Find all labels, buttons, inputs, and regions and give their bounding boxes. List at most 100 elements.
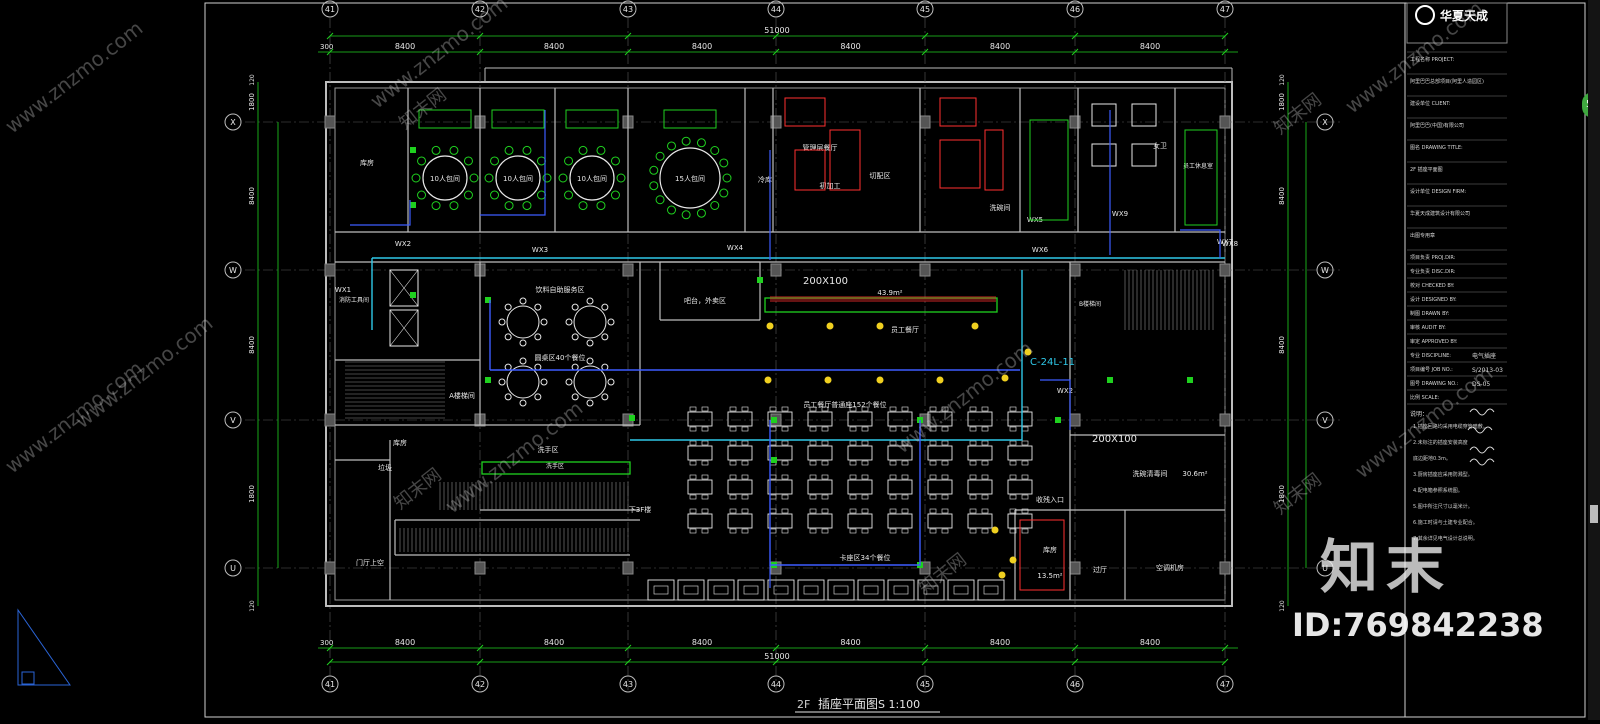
chair	[889, 474, 897, 480]
structural-column	[622, 561, 634, 575]
outlet-marker	[485, 297, 491, 303]
chair	[534, 333, 542, 341]
outlet-marker	[410, 147, 416, 153]
chair	[901, 474, 909, 480]
chair	[411, 173, 421, 183]
grid-col-label: 42	[475, 680, 485, 689]
chair	[889, 494, 897, 500]
booth-seat	[857, 579, 885, 601]
dim-tick	[772, 658, 780, 666]
scrollbar-thumb[interactable]	[1590, 505, 1598, 523]
chair	[490, 156, 500, 166]
structural-column	[1069, 413, 1081, 427]
grid-bubble	[916, 675, 934, 693]
chair	[941, 440, 949, 446]
chair	[729, 494, 737, 500]
chair	[571, 303, 579, 311]
chair	[667, 141, 676, 151]
chair	[655, 151, 665, 161]
chair	[1021, 426, 1029, 432]
sideboard	[565, 109, 619, 129]
grid-col-label: 46	[1070, 680, 1080, 689]
dim-tick	[1221, 658, 1229, 666]
tb-note: 4.配电箱参照系统图。	[1413, 487, 1463, 494]
socket-icon	[1024, 348, 1032, 356]
dining-table	[767, 513, 793, 529]
room-label: 门厅上空	[356, 558, 384, 567]
signature	[1467, 426, 1493, 434]
round-table	[495, 155, 541, 201]
tb-row-label: 华夏天成建筑设计有限公司	[1410, 210, 1470, 217]
chair	[696, 208, 706, 218]
chair	[821, 508, 829, 514]
chair	[578, 201, 588, 211]
chair	[929, 528, 937, 534]
chair	[1021, 494, 1029, 500]
chair	[490, 190, 500, 200]
booth-table	[983, 585, 999, 595]
chair	[701, 508, 709, 514]
dim-tick	[772, 644, 780, 652]
chair	[781, 528, 789, 534]
wiring	[350, 110, 1225, 588]
watermark-big-logo: 知末	[1320, 533, 1453, 601]
chair	[578, 145, 588, 155]
wire-run	[350, 200, 411, 226]
round-table	[573, 365, 607, 399]
room-label: 管理层餐厅	[803, 143, 838, 152]
chair	[941, 494, 949, 500]
room-label: 15人包间	[675, 174, 705, 183]
kitchen-equipment-red	[939, 97, 977, 127]
scrollbar-track[interactable]	[1588, 0, 1600, 720]
chair	[564, 156, 574, 166]
grid-col-label: 41	[325, 680, 335, 689]
drawing-title: 插座平面图	[818, 696, 878, 711]
outlet-marker	[771, 417, 777, 423]
chair	[741, 406, 749, 412]
dining-table	[687, 445, 713, 461]
tb-note: 7.其余详见电气设计总说明。	[1413, 535, 1478, 542]
chair	[809, 440, 817, 446]
round-table	[506, 305, 540, 339]
dining-table	[727, 479, 753, 495]
chair	[741, 440, 749, 446]
dining-table	[887, 479, 913, 495]
chair	[769, 406, 777, 412]
chair	[889, 426, 897, 432]
chair	[484, 173, 494, 183]
booth-table	[743, 585, 759, 595]
grid-col-label: 45	[920, 5, 930, 14]
chair	[586, 357, 594, 365]
structural-column	[324, 413, 336, 427]
outlet-marker	[1187, 377, 1193, 383]
chair	[849, 460, 857, 466]
tb-notes-title: 说明：	[1410, 410, 1428, 418]
tb-row-label: 阿里巴巴总部项目(阿里人造园区)	[1410, 78, 1484, 85]
chair	[689, 460, 697, 466]
chair	[929, 460, 937, 466]
dim-bay: 8400	[395, 638, 415, 647]
chair	[534, 393, 542, 401]
room-label: WX1	[335, 286, 351, 294]
chair	[861, 460, 869, 466]
dim-bay: 8400	[692, 42, 712, 51]
dim-tick	[1071, 48, 1079, 56]
chair	[571, 333, 579, 341]
watermark-id: ID:769842238	[1292, 606, 1544, 644]
dim-tick	[1071, 644, 1079, 652]
chair	[889, 508, 897, 514]
grid-bubble	[1066, 0, 1084, 18]
chair	[616, 173, 626, 183]
chair	[504, 145, 514, 155]
room-label: 空调机房	[1156, 563, 1184, 572]
room-label: WX2	[1057, 387, 1073, 395]
chair	[610, 156, 620, 166]
room-label: WX6	[1032, 246, 1049, 254]
room-label: 冷库	[758, 175, 772, 184]
booth-table	[653, 585, 669, 595]
dim-tick	[1221, 644, 1229, 652]
tb-row-label: 设计 DESIGNED BY:	[1410, 296, 1457, 303]
